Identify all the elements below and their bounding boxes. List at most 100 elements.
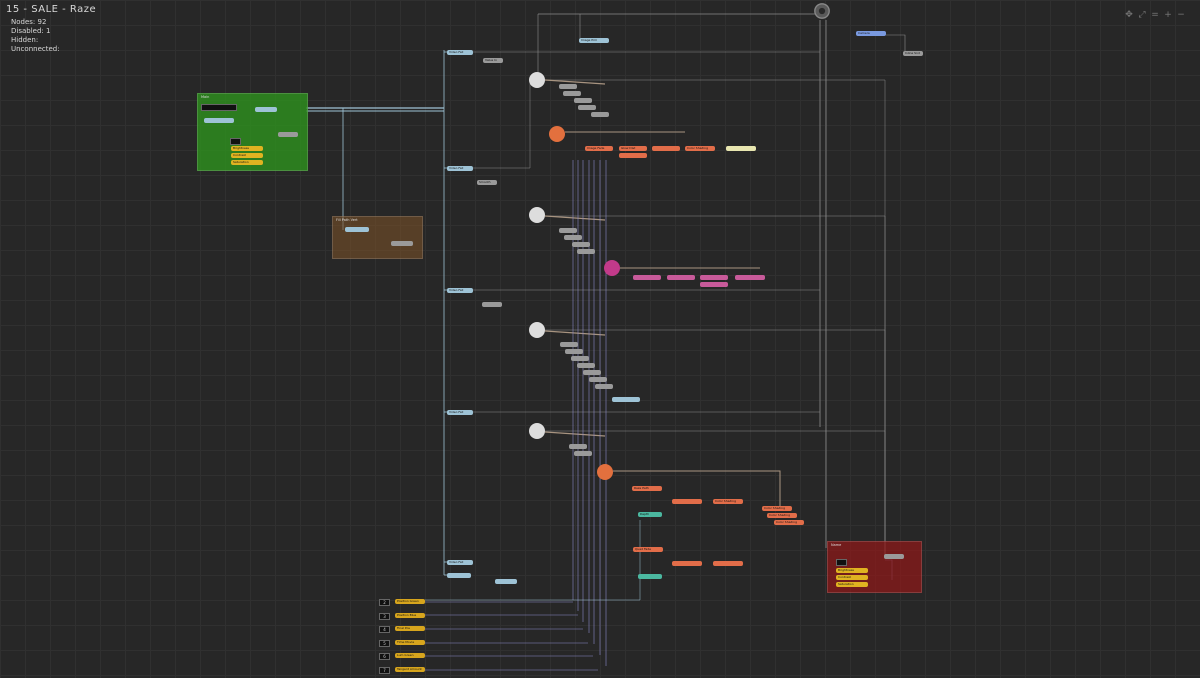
param-brightness[interactable]: Brightness xyxy=(836,568,868,573)
node-filter[interactable] xyxy=(633,275,661,280)
node-chain[interactable] xyxy=(583,370,601,375)
fit-icon[interactable]: ⤢ xyxy=(1138,10,1146,20)
node-transform[interactable] xyxy=(447,573,471,578)
node-video[interactable] xyxy=(255,107,277,112)
node-output[interactable] xyxy=(726,146,756,151)
node-inline[interactable] xyxy=(278,132,298,137)
node-chain[interactable] xyxy=(560,342,578,347)
node-chain[interactable] xyxy=(559,228,577,233)
node-render-b[interactable] xyxy=(529,207,545,223)
node-chain[interactable] xyxy=(577,249,595,254)
backdrop-main[interactable]: Main Brightness Contrast Saturation xyxy=(197,93,308,171)
param-number[interactable]: 6 xyxy=(379,653,390,660)
node-raze-c[interactable] xyxy=(597,464,613,480)
node-raze-b[interactable] xyxy=(604,260,620,276)
node-chain[interactable] xyxy=(574,98,592,103)
param-number[interactable]: 7 xyxy=(379,667,390,674)
node-filter-sub[interactable] xyxy=(700,282,728,287)
node-chain[interactable] xyxy=(577,363,595,368)
node-inline[interactable] xyxy=(482,302,502,307)
node-inline[interactable] xyxy=(884,554,904,559)
node-chain[interactable] xyxy=(574,451,592,456)
param-contrast[interactable]: Contrast xyxy=(836,575,868,580)
node-render[interactable] xyxy=(495,579,517,584)
gear-icon[interactable] xyxy=(813,2,831,20)
param-number[interactable]: 5 xyxy=(379,640,390,647)
node-glow[interactable]: Glow Dist xyxy=(619,146,647,151)
node-color-shading[interactable]: Color Shading xyxy=(685,146,715,151)
node-color-shading[interactable]: Color Shading xyxy=(774,520,804,525)
move-icon[interactable]: ✥ xyxy=(1125,10,1133,20)
node-effect[interactable] xyxy=(652,146,680,151)
node-value[interactable]: Value In xyxy=(483,58,503,63)
node-chain[interactable] xyxy=(578,105,596,110)
node-chain[interactable] xyxy=(591,112,609,117)
node-filter[interactable] xyxy=(667,275,695,280)
param-contrast[interactable]: Contrast xyxy=(231,153,263,158)
node-render-c[interactable] xyxy=(529,322,545,338)
node-quad-fade[interactable]: Quad Fade xyxy=(633,547,663,552)
node-chain[interactable] xyxy=(564,235,582,240)
node-inline[interactable]: Inline Snd xyxy=(903,51,923,56)
node-filter[interactable] xyxy=(735,275,765,280)
value-swatch[interactable] xyxy=(230,138,241,145)
node-chain[interactable] xyxy=(572,242,590,247)
node-chain[interactable] xyxy=(589,377,607,382)
node-chain[interactable] xyxy=(563,91,581,96)
node-video-fall[interactable]: Video Fall xyxy=(447,560,473,565)
param-brightness[interactable]: Brightness xyxy=(231,146,263,151)
node-depth[interactable]: Depth xyxy=(638,512,662,517)
param-saturation[interactable]: Saturation xyxy=(231,160,263,165)
node-color-shading[interactable]: Color Shading xyxy=(762,506,792,511)
value-swatch[interactable] xyxy=(836,559,847,566)
node-image-fade[interactable]: Image Fade xyxy=(585,146,613,151)
node-camera[interactable]: Camera xyxy=(856,31,886,36)
wire xyxy=(544,79,606,85)
node-smooth[interactable]: Smooth xyxy=(477,180,497,185)
node-chain[interactable] xyxy=(569,444,587,449)
equals-icon[interactable]: = xyxy=(1151,10,1159,20)
node-raze-path[interactable]: Raze Path xyxy=(632,486,662,491)
backdrop-name[interactable]: Name Brightness Contrast Saturation xyxy=(827,541,922,593)
wire xyxy=(545,329,886,555)
node-chain[interactable] xyxy=(571,356,589,361)
node-chain[interactable] xyxy=(565,349,583,354)
node-color-shading[interactable] xyxy=(713,561,743,566)
input-field[interactable] xyxy=(201,104,237,111)
node-filter[interactable] xyxy=(700,275,728,280)
node-image-scale[interactable] xyxy=(204,118,234,123)
node-video-fall[interactable]: Video Fall xyxy=(447,50,473,55)
node-render-a[interactable] xyxy=(529,72,545,88)
node-video-fall[interactable]: Video Fall xyxy=(447,288,473,293)
plus-icon[interactable]: + xyxy=(1164,10,1172,20)
node-chain[interactable] xyxy=(559,84,577,89)
node-image-import[interactable]: Image Prm xyxy=(579,38,609,43)
param-time-movie[interactable]: Time Movie xyxy=(395,640,425,645)
node-color-shading[interactable]: Color Shading xyxy=(767,513,797,518)
param-number[interactable]: 3 xyxy=(379,613,390,620)
param-lum-green[interactable]: Lum Green xyxy=(395,653,425,658)
param-number[interactable]: 4 xyxy=(379,626,390,633)
node-inline[interactable] xyxy=(391,241,413,246)
param-position-blue[interactable]: Position Blue xyxy=(395,613,425,618)
node-effect[interactable] xyxy=(672,561,702,566)
node-color-shading[interactable]: Color Shading xyxy=(713,499,743,504)
node-image-fade[interactable] xyxy=(612,397,640,402)
node-chain[interactable] xyxy=(595,384,613,389)
param-tangent-amount[interactable]: Tangent Amount xyxy=(395,667,425,672)
node-raze-a[interactable] xyxy=(549,126,565,142)
node-glow-sub[interactable] xyxy=(619,153,647,158)
param-saturation[interactable]: Saturation xyxy=(836,582,868,587)
node-depth[interactable] xyxy=(638,574,662,579)
minus-icon[interactable]: − xyxy=(1177,10,1185,20)
node-effect[interactable] xyxy=(672,499,702,504)
node-video-fall[interactable]: Video Fall xyxy=(447,166,473,171)
param-position-green[interactable]: Position Green xyxy=(395,599,425,604)
node-video-fall[interactable]: Video Fall xyxy=(447,410,473,415)
backdrop-fill-path[interactable]: Fill Path Vert xyxy=(332,216,423,259)
node-video[interactable] xyxy=(345,227,369,232)
node-render-d[interactable] xyxy=(529,423,545,439)
param-number[interactable]: 2 xyxy=(379,599,390,606)
param-final-pos[interactable]: Final Pos xyxy=(395,626,425,631)
